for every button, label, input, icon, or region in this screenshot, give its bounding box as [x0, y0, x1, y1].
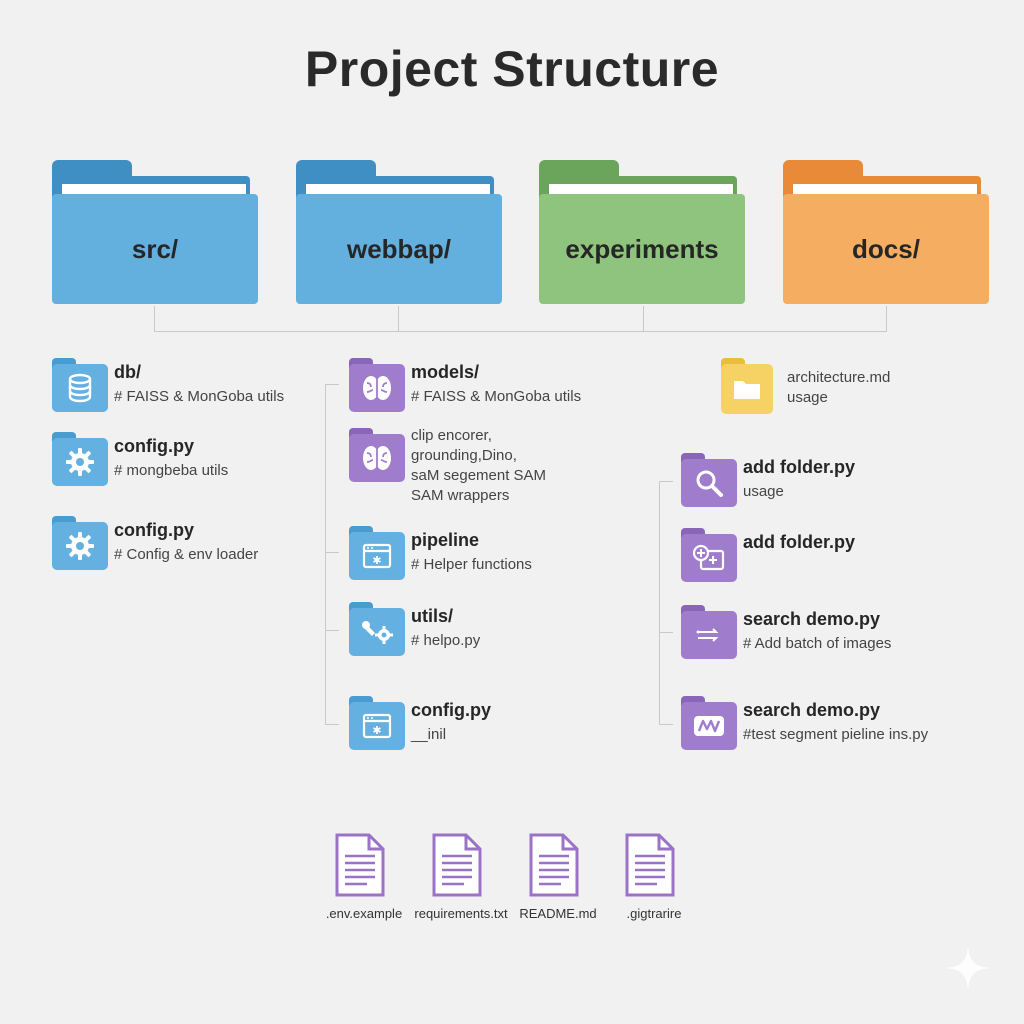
file-readme[interactable]: README.md: [519, 832, 597, 921]
item-line: clip encorer,: [411, 427, 492, 444]
page-title: Project Structure: [304, 41, 720, 97]
item-name: pipeline: [411, 530, 480, 550]
connector-line: [398, 306, 399, 332]
item-line: saM segement SAM: [411, 467, 547, 484]
folder-label: webbap/: [296, 194, 502, 304]
search-icon: [681, 453, 737, 507]
window-icon: ✱: [349, 696, 405, 750]
gear-icon: [52, 432, 108, 486]
add-window-icon: [681, 528, 737, 582]
folder-src[interactable]: src/: [52, 160, 258, 306]
document-icon: [335, 833, 385, 897]
tree-line: [325, 384, 326, 724]
tree-line: [659, 481, 660, 724]
folder-label: src/: [52, 194, 258, 304]
svg-text:✱: ✱: [372, 554, 381, 567]
connector-line: [154, 306, 155, 332]
item-line: usage: [787, 389, 828, 406]
item-name: models/: [411, 362, 480, 382]
item-desc: # Add batch of images: [743, 635, 892, 652]
item-name: add folder.py: [743, 457, 856, 477]
item-name: config.py: [114, 436, 194, 456]
connector-line: [886, 306, 887, 332]
brain-icon: [349, 358, 405, 412]
file-env-example[interactable]: .env.example: [326, 832, 402, 921]
item-desc: #test segment pieline ins.py: [743, 726, 929, 743]
item-name: db/: [114, 362, 141, 382]
item-line: SAM wrappers: [411, 487, 510, 504]
arrows-icon: [681, 605, 737, 659]
brain-icon: [349, 428, 405, 482]
folder-icon: [721, 358, 773, 414]
item-name: add folder.py: [743, 532, 856, 552]
item-name: config.py: [411, 700, 491, 720]
waveform-icon: [681, 696, 737, 750]
item-name: utils/: [411, 606, 454, 626]
item-name: config.py: [114, 520, 194, 540]
item-desc: # Config & env loader: [114, 546, 259, 563]
connector-line: [643, 306, 644, 332]
file-name: README.md: [519, 906, 597, 921]
file-gitignore[interactable]: .gigtrarire: [624, 832, 681, 921]
connector-line: [154, 331, 887, 332]
file-name: requirements.txt: [414, 906, 508, 921]
item-desc: __inil: [411, 726, 447, 743]
item-line: architecture.md: [787, 369, 891, 386]
database-icon: [52, 358, 108, 412]
item-desc: usage: [743, 483, 784, 500]
item-desc: # FAISS & MonGoba utils: [411, 388, 582, 405]
sparkle-icon: [946, 946, 990, 990]
file-requirements[interactable]: requirements.txt: [414, 832, 508, 921]
item-name: search demo.py: [743, 700, 881, 720]
tools-icon: [349, 602, 405, 656]
file-name: .gigtrarire: [626, 906, 682, 921]
item-name: search demo.py: [743, 609, 881, 629]
item-desc: # mongbeba utils: [114, 462, 229, 479]
document-icon: [529, 833, 579, 897]
window-icon: ✱: [349, 526, 405, 580]
item-desc: # Helper functions: [411, 556, 532, 573]
file-name: .env.example: [325, 906, 403, 921]
item-desc: # helpo.py: [411, 632, 481, 649]
folder-label: experiments: [539, 194, 745, 304]
folder-label: docs/: [783, 194, 989, 304]
item-desc: # FAISS & MonGoba utils: [114, 388, 285, 405]
gear-icon: [52, 516, 108, 570]
folder-experiments[interactable]: experiments: [539, 160, 745, 306]
document-icon: [625, 833, 675, 897]
folder-webapp[interactable]: webbap/: [296, 160, 502, 306]
folder-docs[interactable]: docs/: [783, 160, 989, 306]
svg-text:✱: ✱: [372, 724, 381, 737]
document-icon: [432, 833, 482, 897]
item-line: grounding,Dino,: [411, 447, 517, 464]
